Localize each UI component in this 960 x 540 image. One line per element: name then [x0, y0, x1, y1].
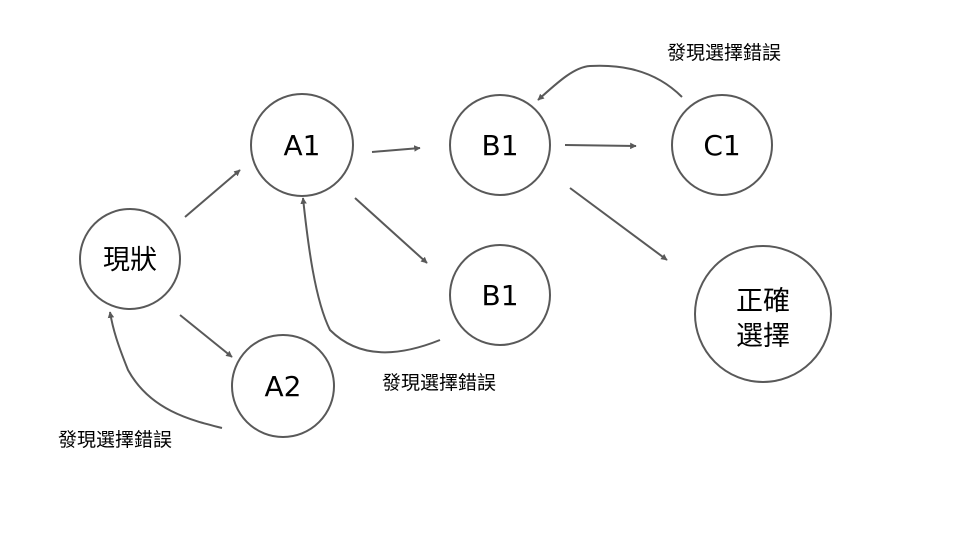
- edge-b1-to-correct: [569, 187, 668, 261]
- node-correct-line1: 正確: [736, 286, 790, 317]
- edge-current-to-a2: [179, 314, 233, 358]
- label-wrong-choice-b1: 發現選擇錯誤: [382, 372, 496, 394]
- node-b1-top: B1: [449, 94, 551, 196]
- node-b1-bottom-label: B1: [481, 279, 518, 312]
- label-wrong-choice-c1: 發現選擇錯誤: [667, 42, 781, 64]
- node-a2: A2: [231, 334, 335, 438]
- edge-a2-back-to-current: [107, 311, 223, 429]
- node-correct-choice: 正確 選擇: [694, 245, 832, 383]
- node-current-label: 現狀: [103, 245, 157, 276]
- edge-current-to-a1: [184, 169, 241, 218]
- label-wrong-choice-a2: 發現選擇錯誤: [58, 429, 172, 451]
- node-a2-label: A2: [265, 370, 302, 403]
- node-correct-line2: 選擇: [736, 321, 790, 352]
- node-current: 現狀: [79, 208, 181, 310]
- edge-b1-to-c1: [564, 142, 637, 150]
- node-a1: A1: [250, 93, 354, 197]
- node-a1-label: A1: [284, 129, 321, 162]
- edge-a1-to-b1-top: [371, 145, 421, 153]
- node-b1-top-label: B1: [481, 129, 518, 162]
- node-b1-bottom: B1: [449, 244, 551, 346]
- edge-c1-back-to-b1: [537, 64, 683, 101]
- node-c1: C1: [671, 94, 773, 196]
- edge-a1-to-b1-bottom: [354, 197, 428, 264]
- edge-b1-back-to-a1: [300, 197, 441, 354]
- node-c1-label: C1: [703, 129, 740, 162]
